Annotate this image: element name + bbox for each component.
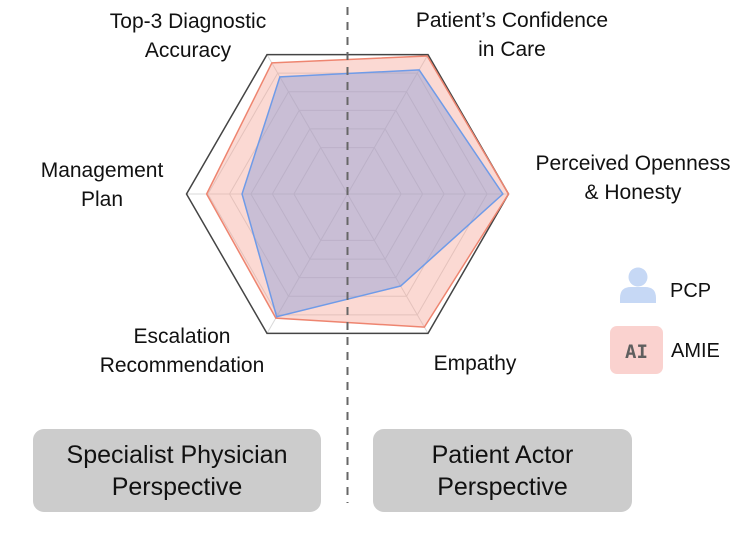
- grid-ring: [250, 109, 445, 279]
- perspective-left-line2: Perspective: [111, 472, 243, 501]
- ai-badge-text: AI: [625, 341, 648, 363]
- grid-layer: [185, 53, 510, 335]
- legend-item-pcp: PCP: [620, 267, 711, 303]
- axis-label-line: Patient’s Confidence: [416, 9, 608, 32]
- axis-label-line: Escalation: [134, 325, 231, 348]
- grid-ring: [271, 128, 424, 260]
- patient-actor-perspective-box: Patient Actor Perspective: [373, 429, 632, 512]
- perspective-right-line1: Patient Actor: [431, 440, 574, 469]
- legend-item-amie: AI AMIE: [610, 326, 720, 374]
- legend-label-amie: AMIE: [671, 340, 720, 362]
- person-icon: [620, 267, 656, 303]
- grid-ring: [293, 147, 402, 241]
- perspective-left-line1: Specialist Physician: [66, 440, 288, 469]
- grid-spoke: [266, 193, 348, 334]
- axis-label: Patient’s Confidence in Care: [416, 9, 608, 61]
- series-layer: [205, 55, 510, 328]
- grid-spoke: [347, 54, 429, 195]
- legend: PCP AI AMIE: [610, 267, 720, 374]
- axis-label-line: Management: [41, 159, 164, 182]
- axis-label-line: Plan: [81, 188, 123, 211]
- axis-label-line: Top-3 Diagnostic: [110, 10, 266, 33]
- axis-label-line: Empathy: [434, 352, 517, 375]
- grid-ring: [228, 91, 467, 297]
- axis-label-line: Perceived Openness: [536, 152, 731, 175]
- perspective-right-line2: Perspective: [437, 472, 568, 501]
- ai-badge-icon: AI: [610, 326, 663, 374]
- grid-ring: [207, 72, 488, 316]
- axis-label-line: in Care: [478, 38, 546, 61]
- axis-label-line: Recommendation: [100, 354, 265, 377]
- grid-spoke: [347, 193, 429, 334]
- grid-spoke: [266, 54, 348, 195]
- axis-label-line: & Honesty: [585, 181, 682, 204]
- specialist-physician-perspective-box: Specialist Physician Perspective: [33, 429, 321, 512]
- axis-label: Perceived Openness & Honesty: [536, 152, 731, 204]
- axis-label: Empathy: [434, 352, 517, 375]
- legend-label-pcp: PCP: [670, 280, 711, 302]
- series-area-pcp: [241, 69, 504, 318]
- axis-label-line: Accuracy: [145, 39, 232, 62]
- outer-ring: [185, 53, 510, 335]
